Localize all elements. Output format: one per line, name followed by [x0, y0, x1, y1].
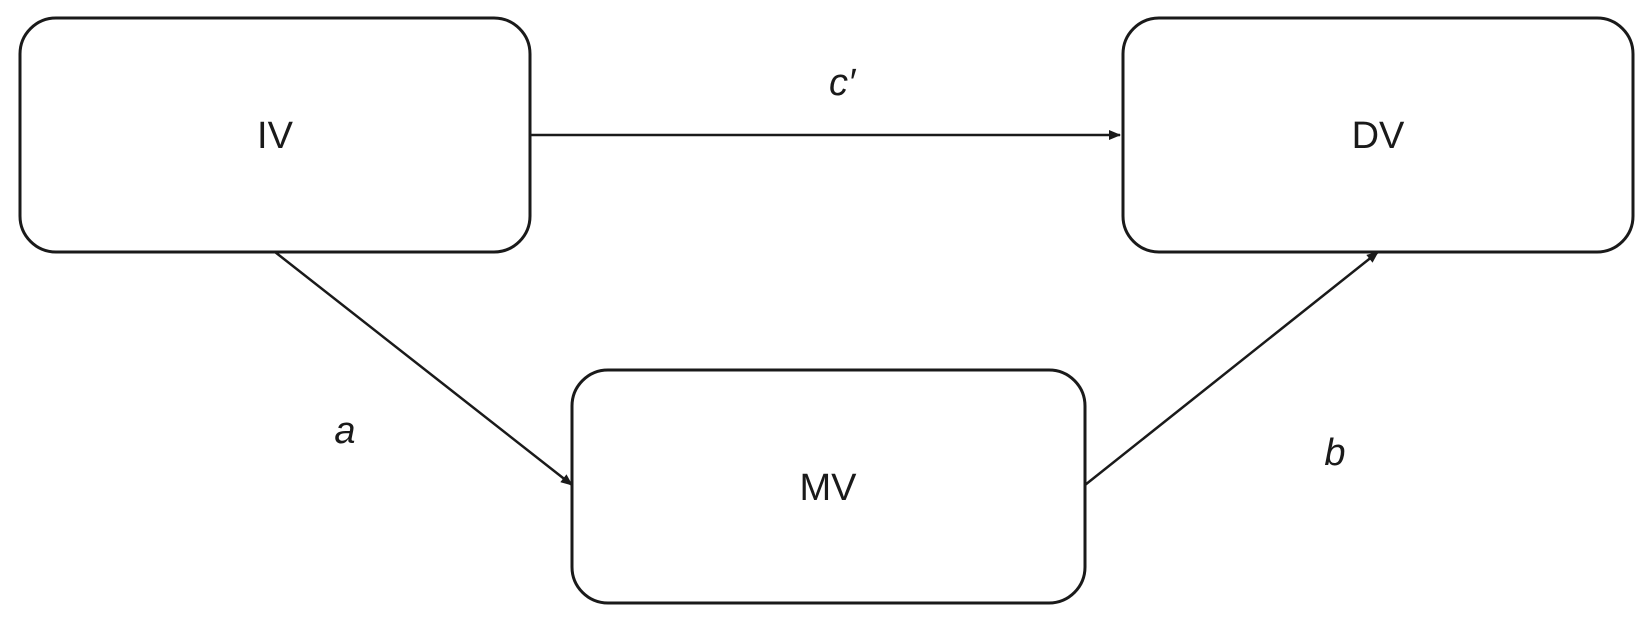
b-path-arrow	[1084, 251, 1379, 486]
mv-label: MV	[800, 467, 858, 509]
iv-node: IV	[18, 16, 532, 254]
iv-label: IV	[257, 115, 294, 157]
dv-node: DV	[1121, 16, 1635, 254]
a-path-arrow	[274, 251, 573, 486]
mv-box	[570, 368, 1087, 605]
direct-path-label: c′	[829, 62, 857, 104]
mv-node: MV	[570, 368, 1087, 605]
dv-label: DV	[1352, 115, 1405, 157]
b-path-label: b	[1324, 432, 1345, 474]
dv-box	[1121, 16, 1635, 254]
iv-box	[18, 16, 532, 254]
a-path-label: a	[334, 410, 355, 452]
